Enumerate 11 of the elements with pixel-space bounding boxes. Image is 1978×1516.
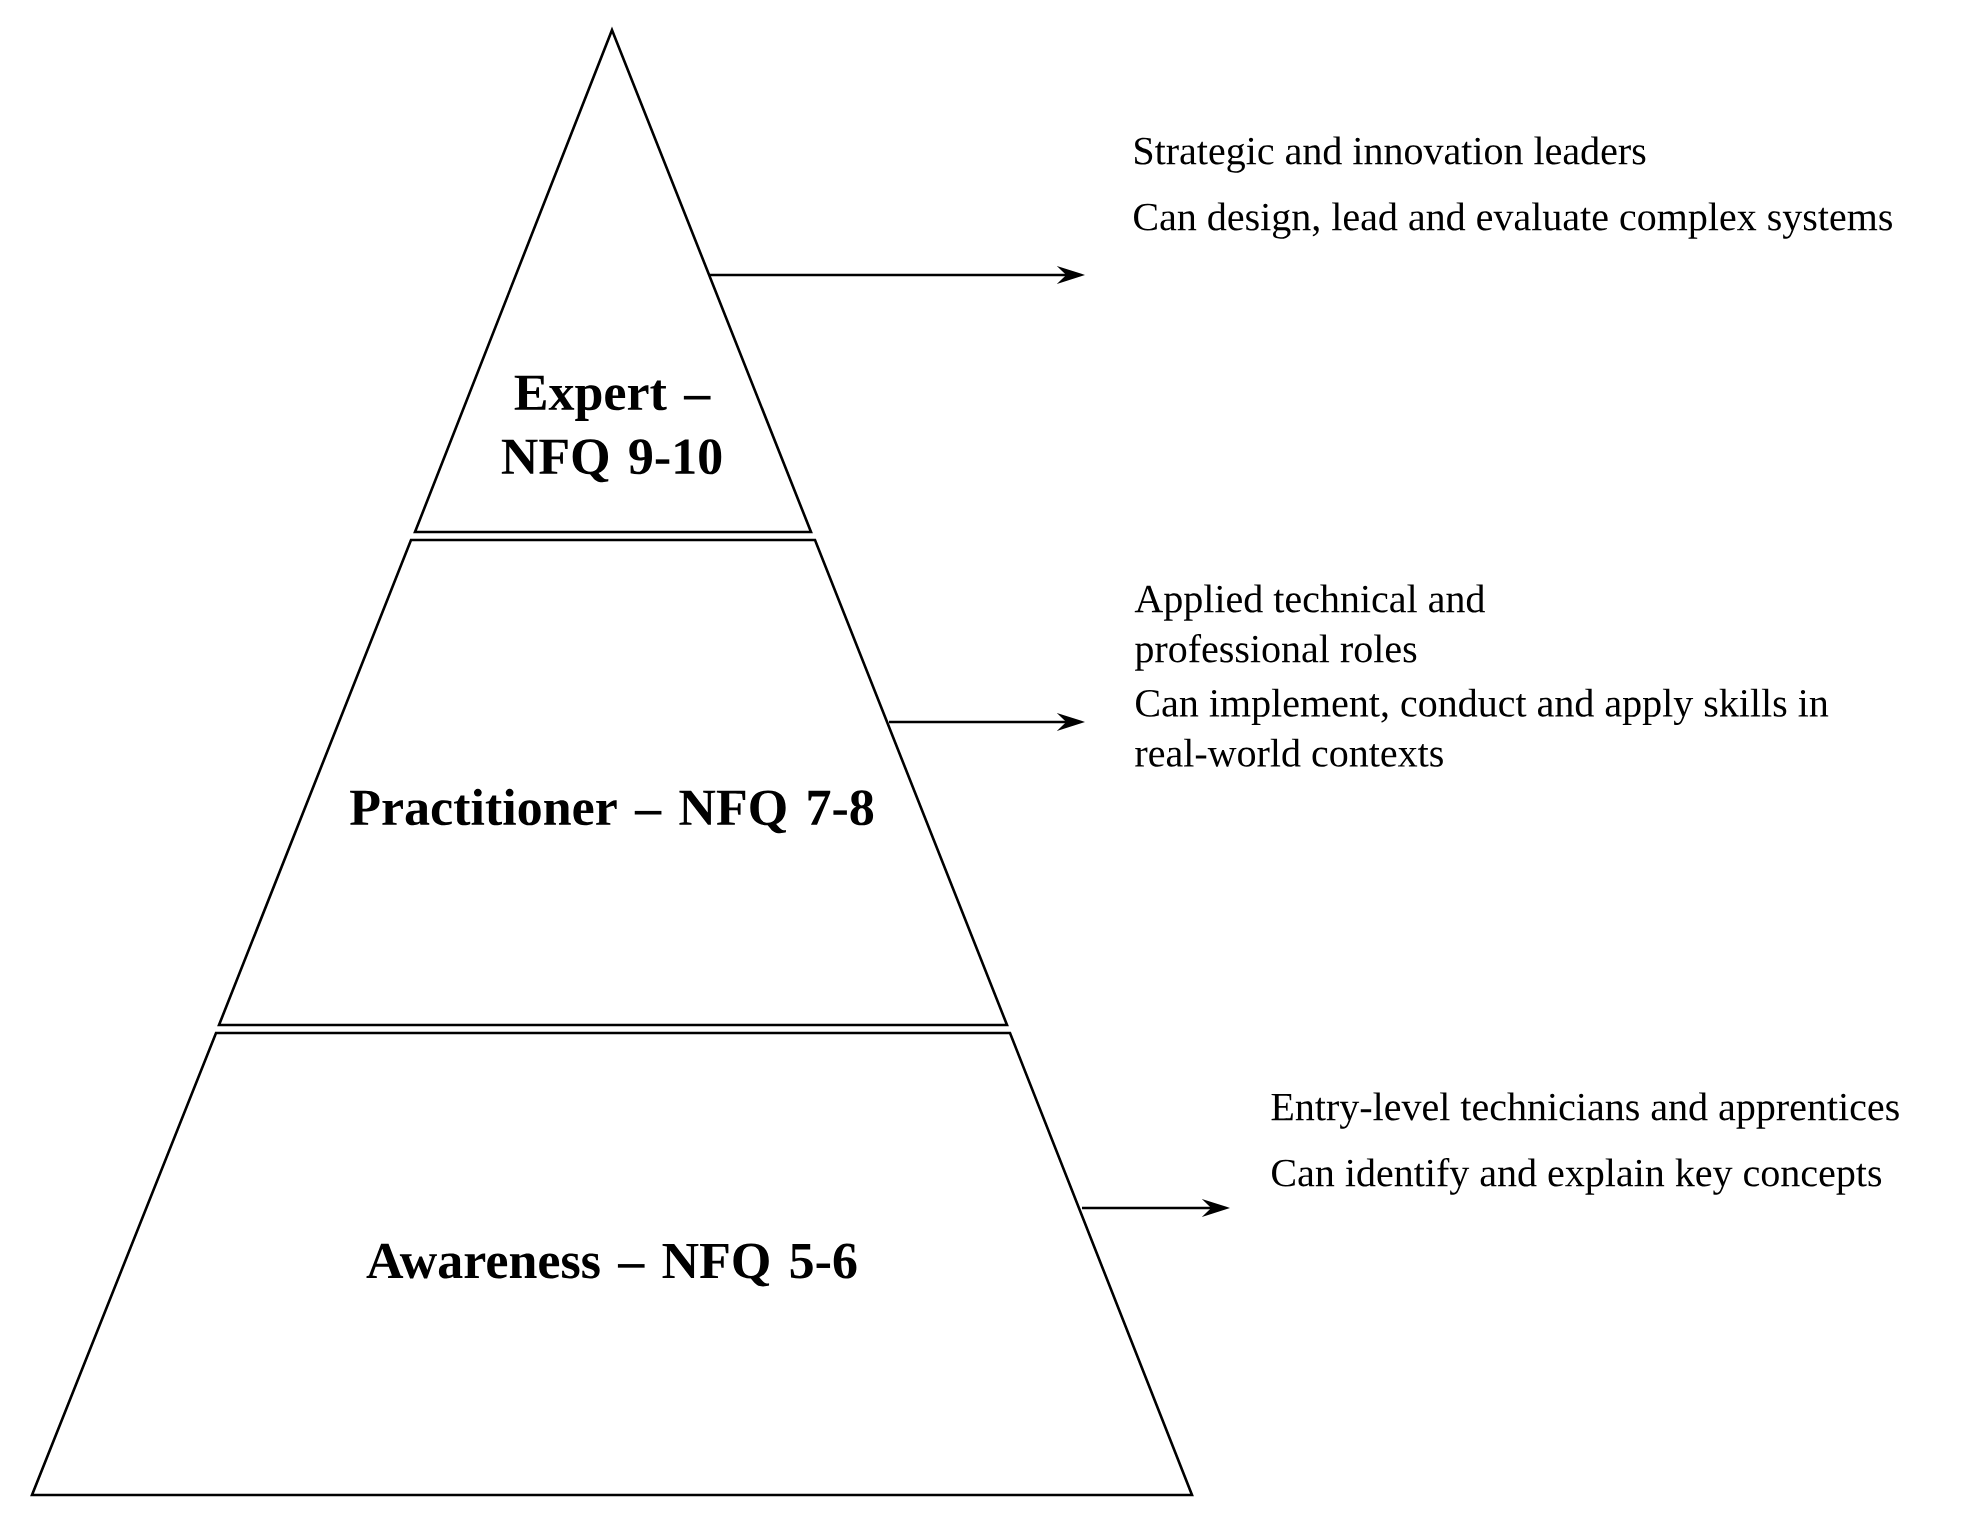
pyramid-level: [30, 1031, 1194, 1497]
description-text: Entry-level technicians and apprentices: [1271, 1092, 1899, 1129]
level-label: Awareness – NFQ 5-6: [366, 1243, 857, 1287]
description-text: Applied technical and professional roles: [1134, 584, 1485, 671]
description-text: Can identify and explain key concepts: [1272, 1158, 1882, 1195]
description-text: Can implement, conduct and apply skills in real-world contexts: [1135, 688, 1829, 767]
pyramid-level: [217, 538, 1009, 1027]
description-text: Can design, lead and evaluate complex systems: [1134, 202, 1892, 239]
level-label: Practitioner – NFQ 7-8: [350, 788, 874, 834]
description-text: Strategic and innovation leaders: [1135, 136, 1646, 173]
level-label: Expert – NFQ 9-10: [501, 375, 722, 483]
